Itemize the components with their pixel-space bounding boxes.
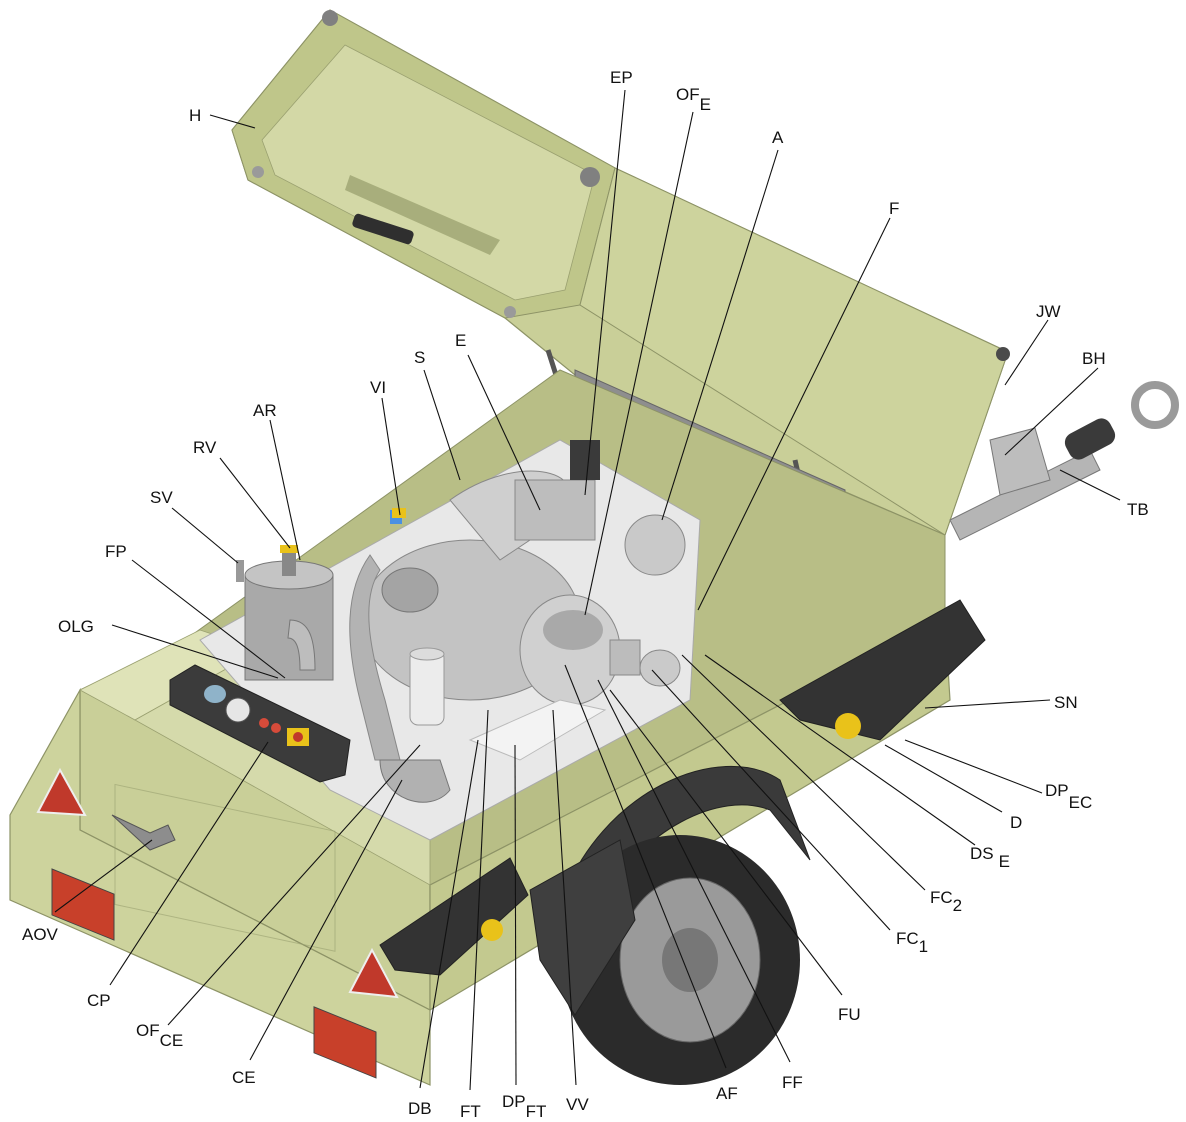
label-FC2: FC2 (930, 888, 962, 915)
hood-canopy (231, 9, 1010, 536)
tail-lamp-right (313, 1006, 377, 1079)
label-VI: VI (370, 378, 386, 397)
label-DB: DB (408, 1099, 432, 1118)
side-bumper-front (779, 599, 986, 741)
label-AF: AF (716, 1084, 738, 1103)
label-EP: EP (610, 68, 633, 87)
label-BH: BH (1082, 349, 1106, 368)
label-FF: FF (782, 1073, 803, 1092)
label-A: A (772, 128, 784, 147)
lock-handle (111, 814, 176, 851)
label-RV: RV (193, 438, 217, 457)
label-SV: SV (150, 488, 173, 507)
label-FP: FP (105, 542, 127, 561)
label-VV: VV (566, 1095, 589, 1114)
compressor-illustration (9, 9, 1179, 1086)
control-panel (169, 664, 351, 783)
label-F: F (889, 199, 899, 218)
label-OF-E: OFE (676, 85, 711, 114)
label-DP-FT: DPFT (502, 1092, 546, 1121)
label-CE: CE (232, 1068, 256, 1087)
label-OF-CE: OFCE (136, 1021, 183, 1050)
label-AOV: AOV (22, 925, 59, 944)
label-FC1: FC1 (896, 929, 928, 956)
separator-tank (236, 545, 334, 681)
label-H: H (189, 106, 201, 125)
wheel-assembly (529, 765, 811, 1085)
label-D: D (1010, 813, 1022, 832)
side-marker-rear (481, 919, 503, 941)
label-SN: SN (1054, 693, 1078, 712)
label-E: E (455, 331, 466, 350)
rear-reflector-left (36, 767, 87, 817)
tail-lamp-left (51, 868, 115, 941)
callout-labels: H EP OFE A F JW BH TB E S VI AR RV SV FP… (22, 68, 1149, 1121)
label-OLG: OLG (58, 617, 94, 636)
label-JW: JW (1036, 302, 1061, 321)
leader-lines (54, 89, 1121, 1091)
label-FT: FT (460, 1102, 481, 1121)
label-DP-EC: DPEC (1045, 781, 1092, 812)
label-TB: TB (1127, 500, 1149, 519)
towbar (949, 381, 1179, 541)
side-marker-front (835, 713, 861, 739)
label-FU: FU (838, 1005, 861, 1024)
label-AR: AR (253, 401, 277, 420)
label-S: S (414, 348, 425, 367)
rear-reflector-right (348, 947, 399, 999)
label-CP: CP (87, 991, 111, 1010)
